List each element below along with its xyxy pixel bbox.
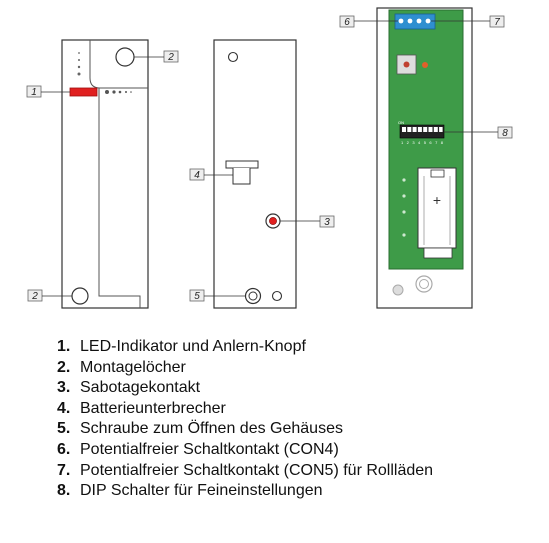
legend-item: 2. Montagelöcher (57, 358, 433, 379)
battery-interrupter (225, 160, 259, 185)
svg-text:1: 1 (31, 87, 37, 98)
legend-item: 8. DIP Schalter für Feineinstellungen (57, 481, 433, 502)
legend-item: 3. Sabotagekontakt (57, 378, 433, 399)
front-inner-recess (89, 40, 148, 89)
back-view (213, 39, 297, 309)
front-vertical-dots (77, 52, 81, 76)
battery-holder: + (417, 167, 457, 259)
legend-item: 7. Potentialfreier Schaltkontakt (CON5) f… (57, 461, 433, 482)
housing-screw (244, 287, 262, 305)
legend-text: Montagelöcher (80, 358, 186, 376)
front-view (61, 39, 149, 309)
legend-text: Batterieunterbrecher (80, 399, 226, 417)
callout-2-top: 2 (134, 50, 179, 63)
callout-8: 8 (444, 126, 513, 139)
inside-hole-left (392, 284, 404, 296)
legend-text: DIP Schalter für Feineinstellungen (80, 482, 323, 500)
legend-number: 1. (57, 338, 71, 355)
callout-2-bottom: 2 (27, 289, 72, 302)
callout-7: 7 (431, 15, 505, 28)
battery-plus: + (433, 192, 441, 208)
dip-switch: ON 1 2 3 4 5 6 7 8 (398, 120, 445, 145)
svg-text:2: 2 (31, 291, 38, 302)
svg-text:8: 8 (502, 128, 508, 139)
tamper-contact (265, 213, 281, 229)
front-top-hole (115, 47, 135, 67)
legend-item: 1. LED-Indikator und Anlern-Knopf (57, 337, 433, 358)
svg-text:5: 5 (194, 291, 200, 302)
legend-number: 7. (57, 461, 71, 479)
legend-number: 6. (57, 440, 71, 458)
back-top-hole (227, 51, 239, 63)
legend-text: Potentialfreier Schaltkontakt (CON4) (80, 440, 339, 458)
legend-text: Sabotagekontakt (80, 379, 201, 397)
back-bottom-hole (271, 290, 283, 302)
inside-view: ON 1 2 3 4 5 6 7 8 + (376, 7, 473, 309)
front-bottom-hole (71, 287, 89, 305)
terminal-block (394, 13, 436, 30)
front-housing (61, 39, 149, 309)
legend-list: 1. LED-Indikator und Anlern-Knopf 2. Montag… (57, 337, 433, 502)
legend-text: LED-Indikator und Anlern-Knopf (80, 338, 306, 355)
svg-text:2: 2 (167, 52, 174, 63)
legend-number: 3. (57, 379, 71, 397)
callout-1: 1 (26, 85, 70, 98)
legend-item: 4. Batterieunterbrecher (57, 399, 433, 420)
svg-text:4: 4 (194, 170, 200, 181)
legend-text: Schraube zum Öffnen des Gehäuses (80, 420, 343, 438)
pcb-led (422, 62, 428, 68)
svg-text:6: 6 (344, 17, 350, 28)
svg-text:7: 7 (494, 17, 500, 28)
legend-item: 6. Potentialfreier Schaltkontakt (CON4) (57, 440, 433, 461)
callout-4: 4 (189, 168, 233, 181)
callout-6: 6 (339, 15, 398, 28)
legend-text: Potentialfreier Schaltkontakt (CON5) für… (80, 461, 434, 479)
legend-number: 5. (57, 420, 71, 438)
front-inner-groove (98, 88, 141, 308)
callout-5: 5 (189, 289, 245, 302)
dip-number-labels: 1 2 3 4 5 6 7 8 (401, 140, 444, 145)
device-diagram: ON 1 2 3 4 5 6 7 8 + 1 2 2 (26, 7, 513, 309)
svg-text:3: 3 (324, 217, 330, 228)
front-horizontal-dots (105, 90, 132, 94)
learn-button (396, 54, 417, 75)
dip-on-label: ON (398, 120, 404, 125)
legend-number: 8. (57, 482, 71, 500)
inside-screw (415, 275, 433, 293)
legend-number: 2. (57, 358, 71, 376)
legend-item: 5. Schraube zum Öffnen des Gehäuses (57, 419, 433, 440)
led-indicator (69, 87, 98, 97)
legend-number: 4. (57, 399, 71, 417)
back-housing (213, 39, 297, 309)
callout-3: 3 (280, 215, 335, 228)
pcb-vias (402, 178, 406, 237)
